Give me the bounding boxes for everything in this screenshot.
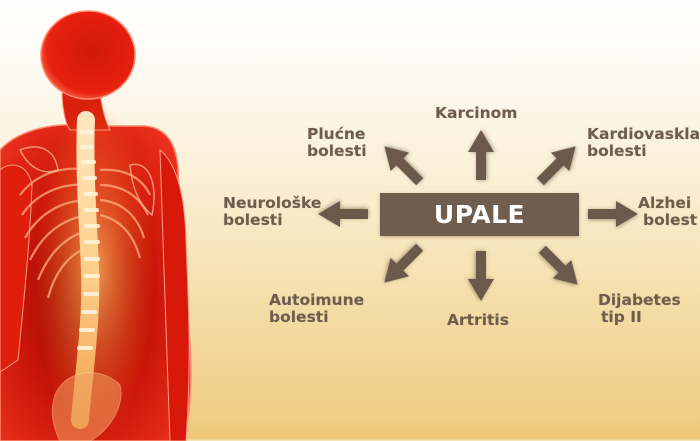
- label-autoimune-line1: Autoimune: [269, 291, 365, 309]
- label-artritis: Artritis: [447, 312, 509, 329]
- arrow-down-right-icon: [533, 240, 587, 294]
- label-plucne-bolesti: Plućne bolesti: [307, 126, 367, 160]
- label-alzheimer-line2: bolest: [643, 211, 698, 229]
- arrow-down-left-icon: [375, 238, 429, 292]
- label-neuro-line1: Neurološke: [223, 194, 322, 212]
- label-dijabetes-line2: tip II: [601, 308, 642, 326]
- label-autoimune-line2: bolesti: [269, 308, 329, 326]
- label-alzheimer-line1: Alzhei: [638, 194, 692, 212]
- arrow-down-icon: [468, 251, 494, 301]
- body-figure-icon: [0, 10, 192, 441]
- label-alzheimer-bolest: Alzhei bolest: [638, 195, 697, 229]
- label-plucne-line2: bolesti: [307, 142, 367, 160]
- label-neuro-line2: bolesti: [223, 211, 283, 229]
- label-karcinom-line1: Karcinom: [435, 104, 518, 122]
- arrow-right-icon: [588, 201, 638, 227]
- label-kardio-line2: bolesti: [587, 142, 647, 160]
- label-artritis-line1: Artritis: [447, 311, 509, 329]
- label-dijabetes-line1: Dijabetes: [598, 291, 681, 309]
- center-topic-label: UPALE: [433, 200, 526, 229]
- label-plucne-line1: Plućne: [307, 125, 366, 143]
- arrow-up-right-icon: [531, 137, 585, 191]
- human-body-spine-illustration: [0, 0, 230, 441]
- label-dijabetes-tip-ii: Dijabetes tip II: [598, 292, 681, 326]
- label-neuroloske-bolesti: Neurološke bolesti: [223, 195, 321, 229]
- arrow-up-icon: [468, 130, 494, 180]
- label-kardiovaskularne-bolesti: Kardiovaskla bolesti: [587, 126, 700, 160]
- label-autoimune-bolesti: Autoimune bolesti: [269, 292, 364, 326]
- arrow-up-left-icon: [375, 137, 429, 191]
- center-topic-box: UPALE: [380, 193, 579, 236]
- label-karcinom: Karcinom: [435, 105, 517, 122]
- label-kardio-line1: Kardiovaskla: [587, 125, 700, 143]
- arrow-left-icon: [318, 201, 368, 227]
